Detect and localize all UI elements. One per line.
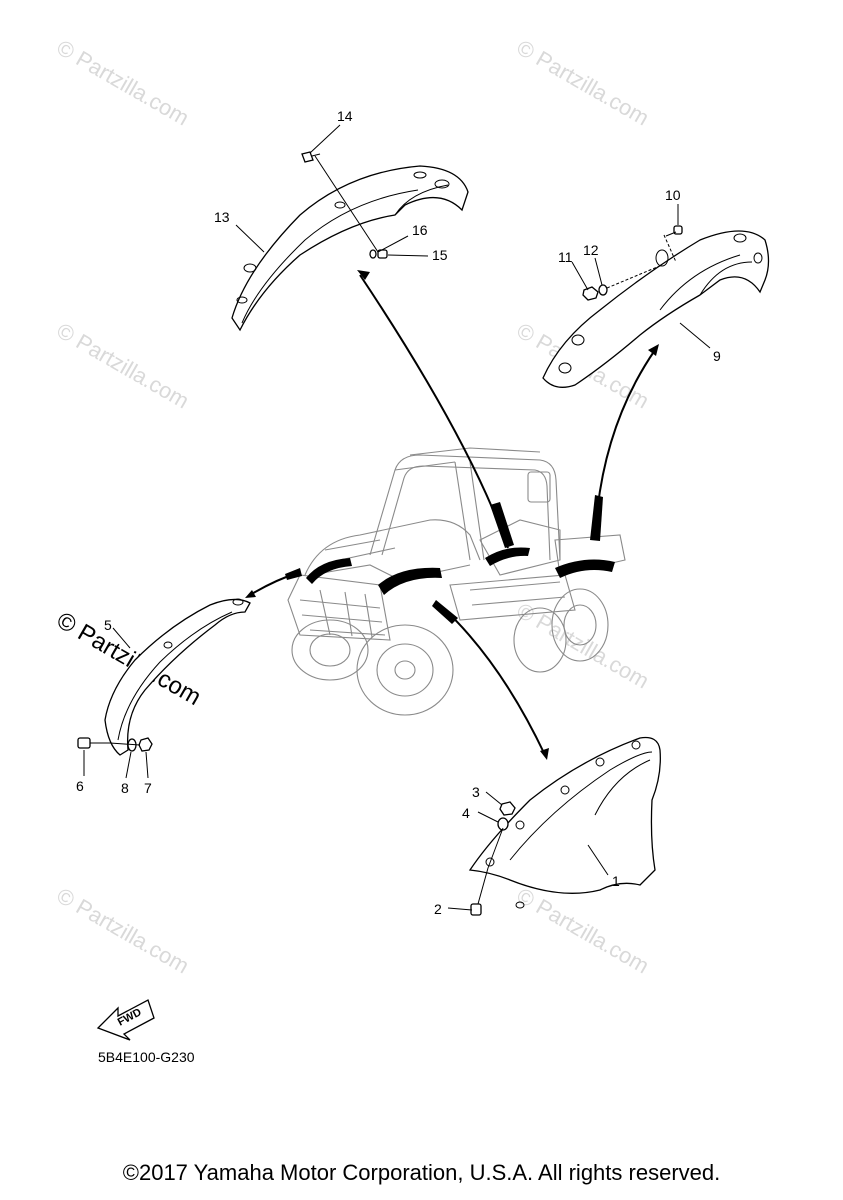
watermark: © Partzilla.com: [53, 35, 194, 131]
callout-9: 9: [713, 348, 721, 364]
callout-14: 14: [337, 108, 353, 124]
assembly-arrows: [245, 270, 659, 760]
part-10-bolt: [665, 225, 683, 237]
part-1-fender: [468, 736, 661, 909]
diagram-code: 5B4E100-G230: [98, 1049, 195, 1065]
part-11-nut: [582, 286, 599, 301]
part-12-washer: [598, 284, 608, 296]
copyright-notice: ©2017 Yamaha Motor Corporation, U.S.A. A…: [122, 1160, 721, 1185]
callout-7: 7: [144, 780, 152, 796]
callout-6: 6: [76, 778, 84, 794]
callout-12: 12: [583, 242, 599, 258]
callout-10: 10: [665, 187, 681, 203]
callout-labels: 1 2 3 4 5 6 7 8 9 10 11 12 13 14 15 16: [76, 108, 721, 917]
callout-4: 4: [462, 805, 470, 821]
callout-2: 2: [434, 901, 442, 917]
callout-13: 13: [214, 209, 230, 225]
part-7-nut: [138, 737, 153, 752]
watermark: © Partzilla.com: [513, 598, 654, 694]
part-4-washer: [497, 817, 509, 831]
watermark: © Partzilla.com: [513, 883, 654, 979]
callout-11: 11: [558, 249, 573, 265]
callout-5: 5: [104, 617, 112, 633]
watermark: © Partzilla.com: [53, 318, 194, 414]
part-6-bolt: [77, 737, 110, 749]
part-13-cover: [231, 165, 469, 332]
callout-1: 1: [612, 873, 620, 889]
part-5-front-fender: [104, 598, 251, 756]
callout-16: 16: [412, 222, 428, 238]
fwd-arrow-icon: FWD: [96, 999, 155, 1041]
callout-3: 3: [472, 784, 480, 800]
callout-15: 15: [432, 247, 448, 263]
watermark: © Partzilla.com: [53, 883, 194, 979]
vehicle-illustration: [287, 447, 626, 716]
callout-8: 8: [121, 780, 129, 796]
watermark: © Partzilla.com: [513, 35, 654, 131]
part-14-bolt: [301, 151, 321, 163]
part-2-bolt: [470, 867, 489, 916]
part-3-nut: [499, 801, 516, 816]
part-9-rear-fender: [542, 230, 770, 388]
